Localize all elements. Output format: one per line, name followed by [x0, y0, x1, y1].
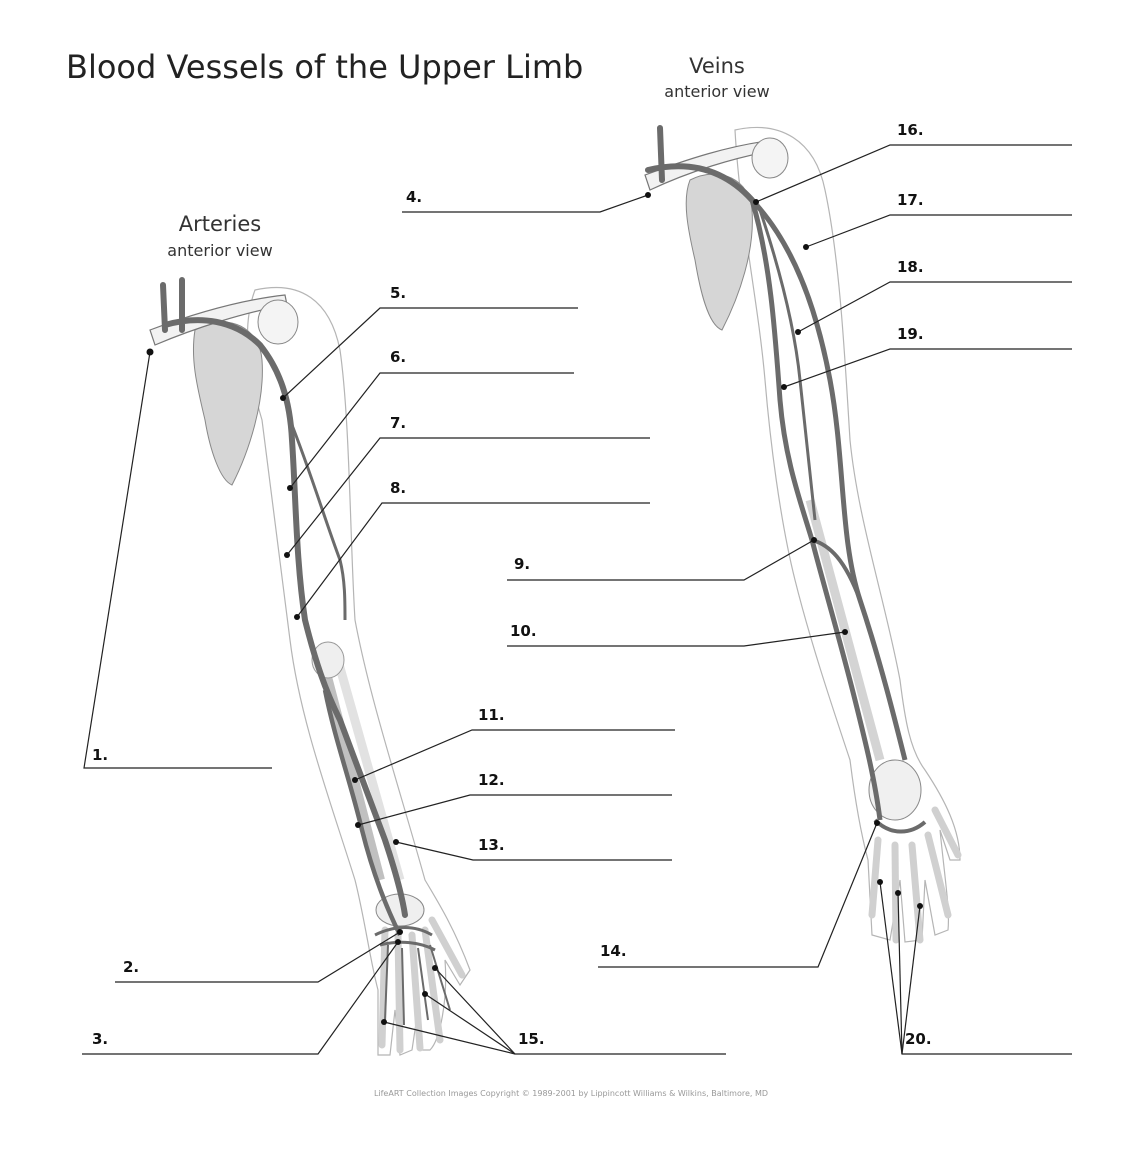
- label-15: 15.: [518, 1030, 545, 1048]
- label-13: 13.: [478, 836, 505, 854]
- leader-dots: [146, 192, 923, 1025]
- label-14: 14.: [600, 942, 627, 960]
- label-20: 20.: [905, 1030, 932, 1048]
- label-5: 5.: [390, 284, 406, 302]
- label-2: 2.: [123, 958, 139, 976]
- label-10: 10.: [510, 622, 537, 640]
- copyright-notice: LifeART Collection Images Copyright © 19…: [373, 1089, 769, 1098]
- arteries-subtitle: anterior view: [167, 241, 273, 260]
- label-4: 4.: [406, 188, 422, 206]
- label-8: 8.: [390, 479, 406, 497]
- arteries-arm-illustration: [149, 277, 471, 1056]
- label-11: 11.: [478, 706, 505, 724]
- label-7: 7.: [390, 414, 406, 432]
- label-1: 1.: [92, 746, 108, 764]
- label-6: 6.: [390, 348, 406, 366]
- label-17: 17.: [897, 191, 924, 209]
- label-19: 19.: [897, 325, 924, 343]
- label-3: 3.: [92, 1030, 108, 1048]
- label-9: 9.: [514, 555, 530, 573]
- arteries-title: Arteries: [178, 212, 262, 236]
- page-title: Blood Vessels of the Upper Limb: [66, 48, 584, 86]
- leader-lines: [82, 144, 1072, 1055]
- veins-title: Veins: [689, 54, 745, 78]
- label-18: 18.: [897, 258, 924, 276]
- veins-subtitle: anterior view: [664, 82, 770, 101]
- veins-arm-illustration: [644, 125, 962, 944]
- label-16: 16.: [897, 121, 924, 139]
- label-12: 12.: [478, 771, 505, 789]
